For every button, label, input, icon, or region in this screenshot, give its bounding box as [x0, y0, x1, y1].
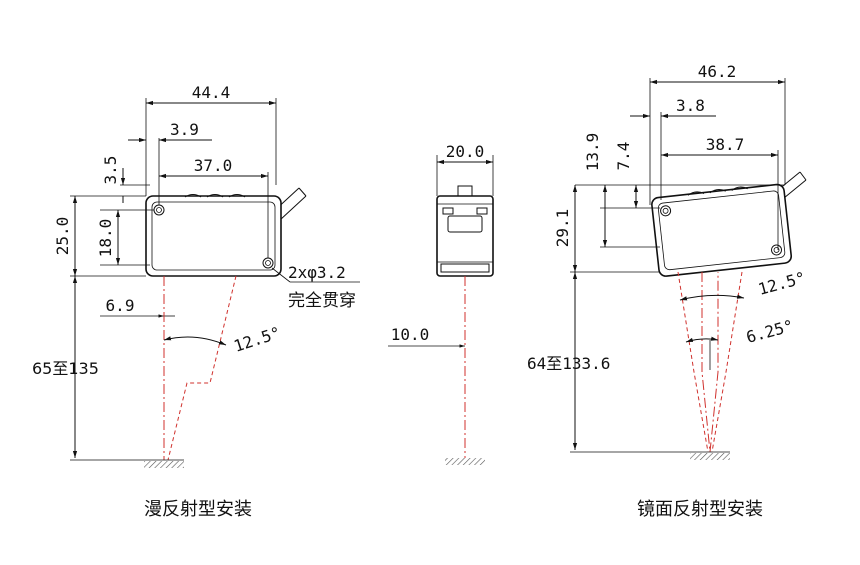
- right-hole-top: [660, 205, 672, 217]
- left-hole-note-through: 完全贯穿: [288, 291, 356, 311]
- left-target-surface: [144, 461, 184, 468]
- left-sensor-body: [145, 195, 282, 277]
- left-dim-height: 25.0: [53, 217, 72, 256]
- middle-dim-width: 20.0: [446, 142, 485, 161]
- right-caption: 镜面反射型安装: [637, 499, 763, 520]
- left-dim-axis: 6.9: [106, 296, 135, 315]
- right-dim-hole-top: 7.4: [614, 142, 633, 171]
- right-dim-width: 46.2: [698, 62, 737, 81]
- left-caption: 漫反射型安装: [144, 499, 252, 520]
- left-dim-hole-v: 18.0: [96, 219, 115, 258]
- left-dim-offset: 3.9: [170, 120, 199, 139]
- middle-view: 20.0 10.0: [388, 142, 494, 465]
- right-dim-height: 29.1: [553, 209, 572, 248]
- left-angle: 12.5°: [231, 323, 283, 356]
- right-beam-emit: [677, 271, 709, 453]
- middle-dim-axis: 10.0: [391, 325, 430, 344]
- left-dim-top: 3.5: [101, 156, 120, 185]
- left-distance: 65至135: [32, 359, 99, 378]
- right-angle-outer: 12.5°: [756, 268, 807, 299]
- middle-target-surface: [445, 458, 485, 465]
- left-view: 44.4 3.9 37.0 3.5 25.0 18.0 2xφ3.2 完全贯穿 …: [32, 83, 360, 520]
- left-beam-receive: [167, 275, 237, 461]
- right-dim-top: 13.9: [583, 133, 602, 172]
- right-distance: 64至133.6: [527, 354, 610, 373]
- right-angle-inner: 6.25°: [744, 316, 795, 347]
- left-hole-note-size: 2xφ3.2: [288, 263, 346, 282]
- right-beam-receive: [711, 271, 743, 453]
- right-view: 46.2 3.8 38.7 13.9 7.4 29.1 12.5° 6.25° …: [527, 62, 808, 520]
- right-sensor-body: [651, 183, 793, 277]
- left-dim-width: 44.4: [192, 83, 231, 102]
- right-target-surface: [690, 453, 730, 460]
- right-dim-hole-spacing: 38.7: [706, 135, 745, 154]
- right-dim-offset: 3.8: [676, 96, 705, 115]
- left-dim-hole-spacing: 37.0: [194, 156, 233, 175]
- right-hole-bottom: [771, 244, 783, 256]
